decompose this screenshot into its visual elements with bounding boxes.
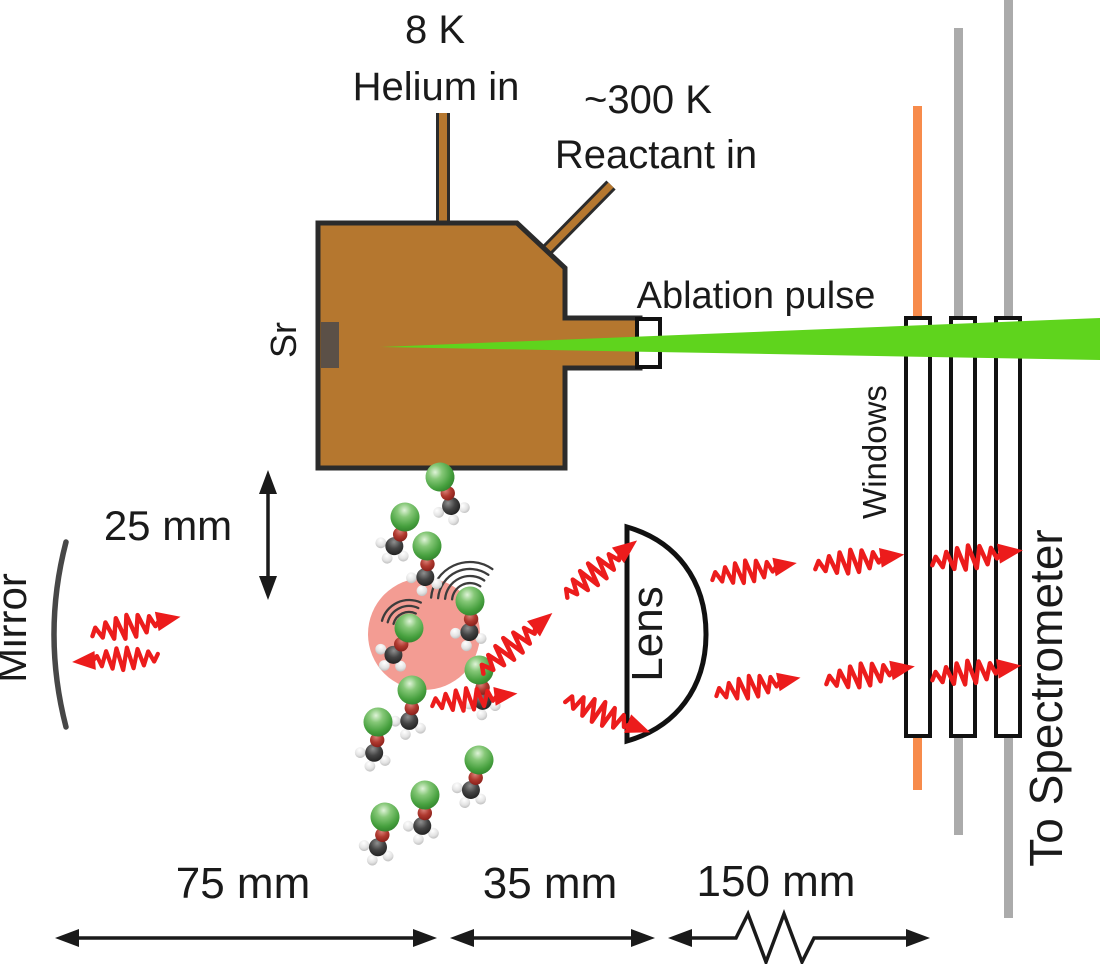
window-1 [904,316,932,738]
label-35mm: 35 mm [483,859,617,908]
arrowhead [55,929,79,947]
label-helium-temp: 8 K [405,8,465,52]
label-mirror: Mirror [0,573,35,683]
arrowhead [631,929,655,947]
label-reactant-in: Reactant in [555,133,757,177]
arrowhead [413,929,437,947]
sr-ablation-target [321,322,339,368]
vibration-arc [443,574,486,600]
vibration-arc [380,598,422,622]
vibration-arc [450,581,482,601]
label-150mm: 150 mm [697,857,856,906]
lens-shape [624,523,709,745]
arrowhead [906,929,930,947]
vibration-arcs-layer [380,560,494,626]
ablation-laser-beam [380,318,1100,360]
label-sr-target: Sr [263,322,304,358]
reactant-inlet-tube [543,182,614,254]
mirror-arc [51,539,69,730]
label-windows: Windows [856,385,893,519]
label-reactant-temp: ~300 K [584,78,712,122]
label-helium-in: Helium in [353,65,520,109]
dimension-line-150mm-with-break [692,909,906,964]
arrowhead [450,929,474,947]
dimension-arrows [55,470,930,964]
label-25mm: 25 mm [104,502,232,549]
label-ablation-pulse: Ablation pulse [637,275,876,317]
label-75mm: 75 mm [176,859,310,908]
arrowhead [259,576,277,600]
vibration-arc [392,610,417,626]
arrowhead [259,470,277,494]
arrowhead [668,929,692,947]
label-to-spectrometer: To Spectrometer [1020,529,1072,866]
vibration-arc [436,567,490,600]
vibration-arc [386,604,420,624]
label-lens: Lens [623,586,672,681]
